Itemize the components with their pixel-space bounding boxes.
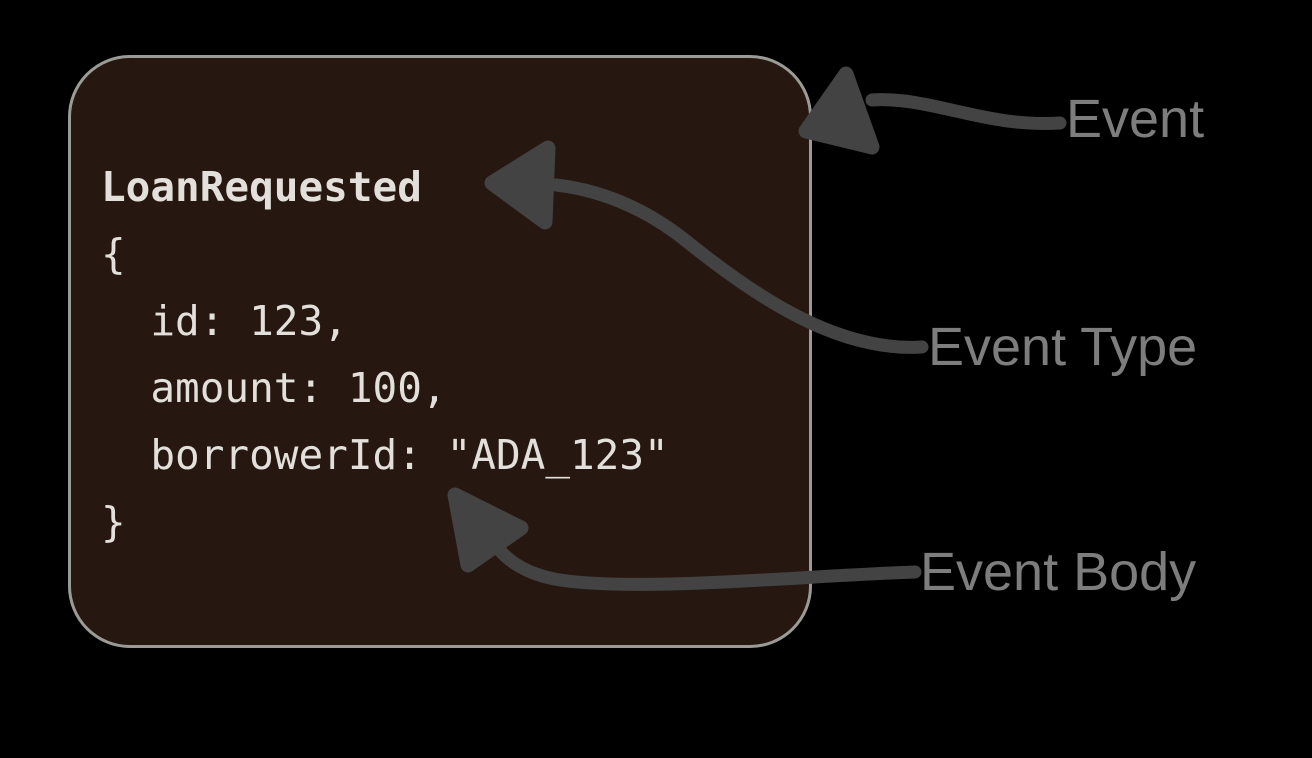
arrow-event (798, 66, 1067, 155)
label-event-type: Event Type (928, 317, 1198, 377)
event-code-block: LoanRequested { id: 123, amount: 100, bor… (101, 154, 669, 556)
arrow-event-line (865, 93, 1067, 131)
arrow-event-head (798, 66, 880, 155)
event-type-text: LoanRequested (101, 163, 422, 211)
label-event-body: Event Body (920, 542, 1197, 602)
event-body-text: { id: 123, amount: 100, borrowerId: "ADA… (101, 230, 669, 546)
label-event: Event (1066, 89, 1205, 149)
event-card: LoanRequested { id: 123, amount: 100, bor… (68, 55, 812, 648)
